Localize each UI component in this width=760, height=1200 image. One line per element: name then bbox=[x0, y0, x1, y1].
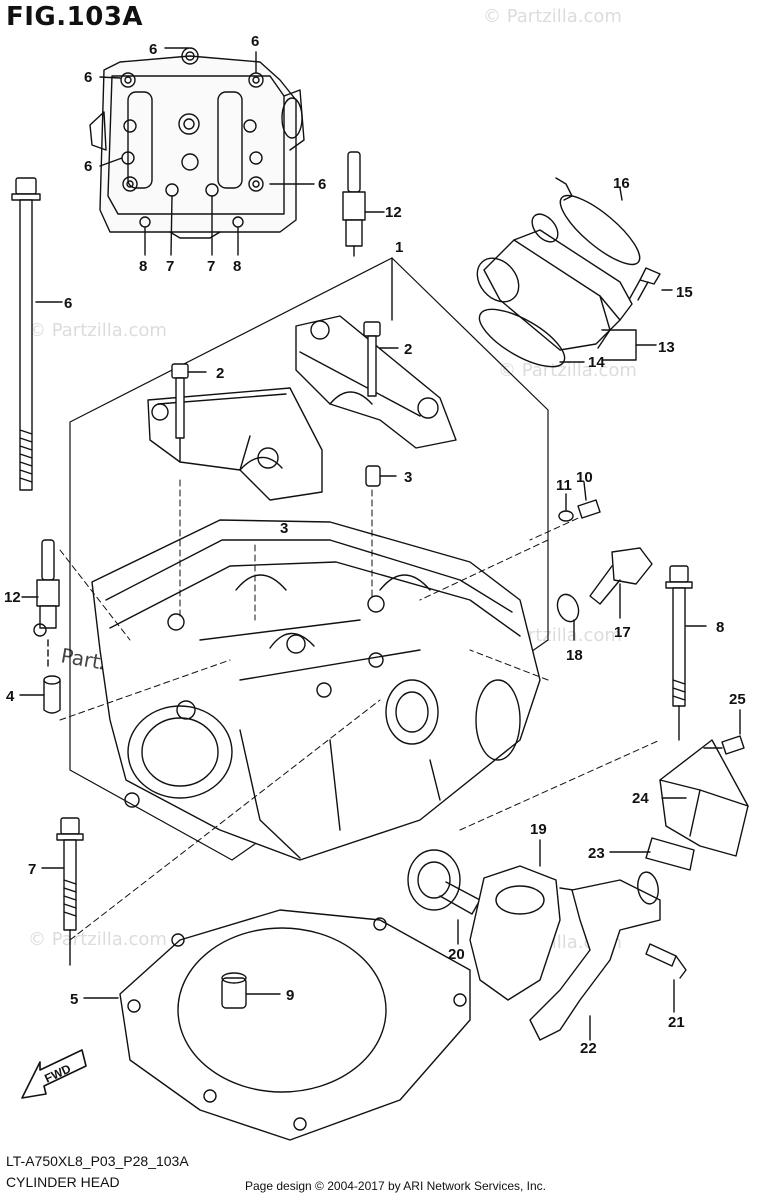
bolt-15 bbox=[629, 267, 673, 301]
callout-14: 14 bbox=[588, 354, 605, 371]
bolt-2-left bbox=[171, 363, 207, 439]
callout-6: 6 bbox=[64, 295, 72, 312]
callout-3: 3 bbox=[280, 520, 288, 537]
bolt-2-right bbox=[363, 321, 399, 397]
callout-2: 2 bbox=[216, 365, 224, 382]
figure-title: FIG.103A bbox=[6, 2, 144, 32]
callout-23: 23 bbox=[588, 845, 605, 862]
callout-3: 3 bbox=[404, 469, 412, 486]
bolt-7 bbox=[41, 817, 84, 966]
intake-pipe bbox=[476, 213, 657, 361]
spark-plug-upper bbox=[342, 151, 385, 257]
callout-6: 6 bbox=[84, 158, 92, 175]
callout-8: 8 bbox=[716, 619, 724, 636]
washer-11 bbox=[558, 493, 574, 522]
callout-16: 16 bbox=[613, 175, 630, 192]
callout-6: 6 bbox=[84, 69, 92, 86]
callout-6: 6 bbox=[149, 41, 157, 58]
dowel-pin-9 bbox=[221, 972, 281, 1009]
part-23 bbox=[609, 837, 695, 871]
callout-1: 1 bbox=[395, 239, 403, 256]
assembly-outline bbox=[69, 257, 549, 861]
callout-8: 8 bbox=[233, 258, 241, 275]
temperature-sensor bbox=[589, 547, 653, 619]
dowel-pin-3-upper bbox=[365, 465, 397, 487]
callout-9: 9 bbox=[286, 987, 294, 1004]
callout-6: 6 bbox=[318, 176, 326, 193]
callout-12: 12 bbox=[385, 204, 402, 221]
bolt-21 bbox=[645, 943, 687, 1013]
footer-credit: Page design © 2004-2017 by ARI Network S… bbox=[245, 1179, 547, 1193]
bracket-24 bbox=[659, 739, 749, 857]
dowel-pin-4 bbox=[19, 675, 61, 714]
callout-17: 17 bbox=[614, 624, 631, 641]
watermark-text: © Partzilla.com bbox=[28, 320, 167, 341]
callout-6: 6 bbox=[251, 33, 259, 50]
callout-2: 2 bbox=[404, 341, 412, 358]
intake-clamp bbox=[555, 177, 641, 266]
fwd-label: FWD bbox=[42, 1061, 73, 1085]
callout-labels: 6 6 6 6 6 8 7 7 8 12 16 1 15 6 2 13 14 2… bbox=[4, 33, 746, 1057]
pipe-22 bbox=[529, 871, 661, 1041]
watermark-text: © Partzilla.com bbox=[28, 929, 167, 950]
spark-plug-left bbox=[21, 539, 60, 669]
callout-20: 20 bbox=[448, 946, 465, 963]
callout-12: 12 bbox=[4, 589, 21, 606]
intake-gasket bbox=[478, 308, 585, 368]
callout-21: 21 bbox=[668, 1014, 685, 1031]
bolt-25 bbox=[703, 709, 745, 755]
callout-19: 19 bbox=[530, 821, 547, 838]
bolt-8 bbox=[665, 565, 707, 741]
callout-7: 7 bbox=[28, 861, 36, 878]
callout-11: 11 bbox=[556, 477, 572, 494]
footer-section-name: CYLINDER HEAD bbox=[6, 1174, 120, 1190]
callout-7: 7 bbox=[207, 258, 215, 275]
callout-7: 7 bbox=[166, 258, 174, 275]
callout-10: 10 bbox=[576, 469, 593, 486]
camshaft-holder-left bbox=[147, 387, 323, 501]
bolt-10 bbox=[577, 481, 601, 519]
o-ring bbox=[556, 593, 580, 641]
callout-18: 18 bbox=[566, 647, 583, 664]
callout-22: 22 bbox=[580, 1040, 597, 1057]
thermostat bbox=[407, 849, 481, 945]
long-head-bolt bbox=[11, 177, 63, 491]
assembly-guide-lines bbox=[59, 479, 661, 941]
cylinder-head-top-view bbox=[89, 47, 305, 239]
callout-24: 24 bbox=[632, 790, 649, 807]
callout-13: 13 bbox=[658, 339, 675, 356]
callout-5: 5 bbox=[70, 991, 78, 1008]
watermark-text: © Partzilla.com bbox=[498, 360, 637, 381]
cylinder-head-gasket bbox=[83, 909, 471, 1141]
callout-8: 8 bbox=[139, 258, 147, 275]
callout-4: 4 bbox=[6, 688, 15, 705]
leader-lines-top bbox=[99, 47, 315, 256]
callout-15: 15 bbox=[676, 284, 693, 301]
fwd-arrow bbox=[21, 1049, 87, 1099]
watermark-text: © Partzilla.com bbox=[483, 6, 622, 27]
callout-25: 25 bbox=[729, 691, 746, 708]
cylinder-head-body bbox=[91, 519, 541, 861]
footer-model-code: LT-A750XL8_P03_P28_103A bbox=[6, 1153, 189, 1169]
